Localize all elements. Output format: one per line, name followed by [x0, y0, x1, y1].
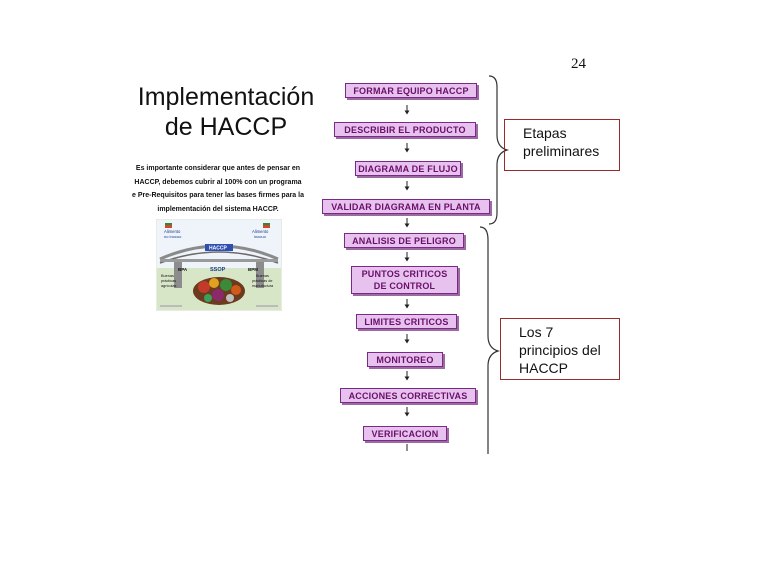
principles-note-line-3: HACCP	[519, 359, 619, 377]
arrow-down-icon	[403, 143, 411, 153]
title-line-1: Implementación	[126, 82, 326, 112]
step-puntos-criticos-line-1: PUNTOS CRITICOS	[362, 269, 448, 279]
step-puntos-criticos: PUNTOS CRITICOS DE CONTROL	[351, 266, 458, 294]
step-validar-diagrama: VALIDAR DIAGRAMA EN PLANTA	[322, 199, 490, 214]
preliminary-note-line-2: preliminares	[523, 142, 619, 160]
seven-principles-note: Los 7 principios del HACCP	[500, 318, 620, 380]
preliminary-note-line-1: Etapas	[523, 124, 619, 142]
arrow-down-icon	[403, 252, 411, 262]
food-safe-label-2: inocuo	[254, 234, 267, 239]
slide-title: Implementación de HACCP	[126, 82, 326, 142]
arrow-down-icon	[403, 218, 411, 228]
principles-note-line-2: principios del	[519, 341, 619, 359]
good-agri-practices-3: agrícolas	[161, 284, 177, 288]
arrow-down-icon	[403, 371, 411, 381]
prerequisites-bridge-illustration: Alimento no inocuo Alimento inocuo HACCP…	[156, 219, 282, 311]
step-limites-criticos: LIMITES CRITICOS	[356, 314, 457, 329]
arrow-down-icon	[403, 407, 411, 417]
good-mfg-practices-2: prácticas de	[252, 279, 272, 283]
step-describir-producto: DESCRIBIR EL PRODUCTO	[334, 122, 476, 137]
arrow-down-icon	[403, 334, 411, 344]
intro-line-2: HACCP, debemos cubrir al 100% con un pro…	[120, 176, 316, 190]
good-mfg-practices-1: Buenas	[256, 274, 269, 278]
page-number: 24	[571, 56, 586, 73]
arrow-down-icon	[403, 181, 411, 191]
principles-brace-icon	[478, 226, 502, 454]
preliminary-stages-note: Etapas preliminares	[504, 119, 620, 171]
step-formar-equipo: FORMAR EQUIPO HACCP	[345, 83, 477, 98]
step-monitoreo: MONITOREO	[367, 352, 443, 367]
good-agri-practices-1: Buenas	[161, 274, 174, 278]
good-mfg-practices-3: manufactura	[252, 284, 274, 288]
food-unsafe-label-2: no inocuo	[164, 234, 182, 239]
bpm-label: BPM	[248, 267, 258, 272]
intro-line-3: e Pre-Requisitos para tener las bases fi…	[120, 189, 316, 203]
ssop-label: SSOP	[210, 267, 226, 273]
arrow-down-icon	[403, 299, 411, 309]
bpa-label: BPA	[178, 267, 188, 272]
step-diagrama-flujo: DIAGRAMA DE FLUJO	[355, 161, 461, 176]
title-line-2: de HACCP	[126, 112, 326, 142]
good-agri-practices-2: prácticas	[161, 279, 176, 283]
step-analisis-peligro: ANALISIS DE PELIGRO	[344, 233, 464, 248]
arrow-down-icon	[403, 444, 411, 454]
intro-line-4: implementación del sistema HACCP.	[120, 203, 316, 217]
step-acciones-correctivas: ACCIONES CORRECTIVAS	[340, 388, 476, 403]
intro-line-1: Es importante considerar que antes de pe…	[120, 162, 316, 176]
step-verificacion: VERIFICACION	[363, 426, 447, 441]
step-puntos-criticos-line-2: DE CONTROL	[374, 281, 436, 291]
intro-paragraph: Es importante considerar que antes de pe…	[120, 162, 316, 216]
haccp-sign-label: HACCP	[209, 246, 227, 252]
principles-note-line-1: Los 7	[519, 323, 619, 341]
arrow-down-icon	[403, 105, 411, 115]
